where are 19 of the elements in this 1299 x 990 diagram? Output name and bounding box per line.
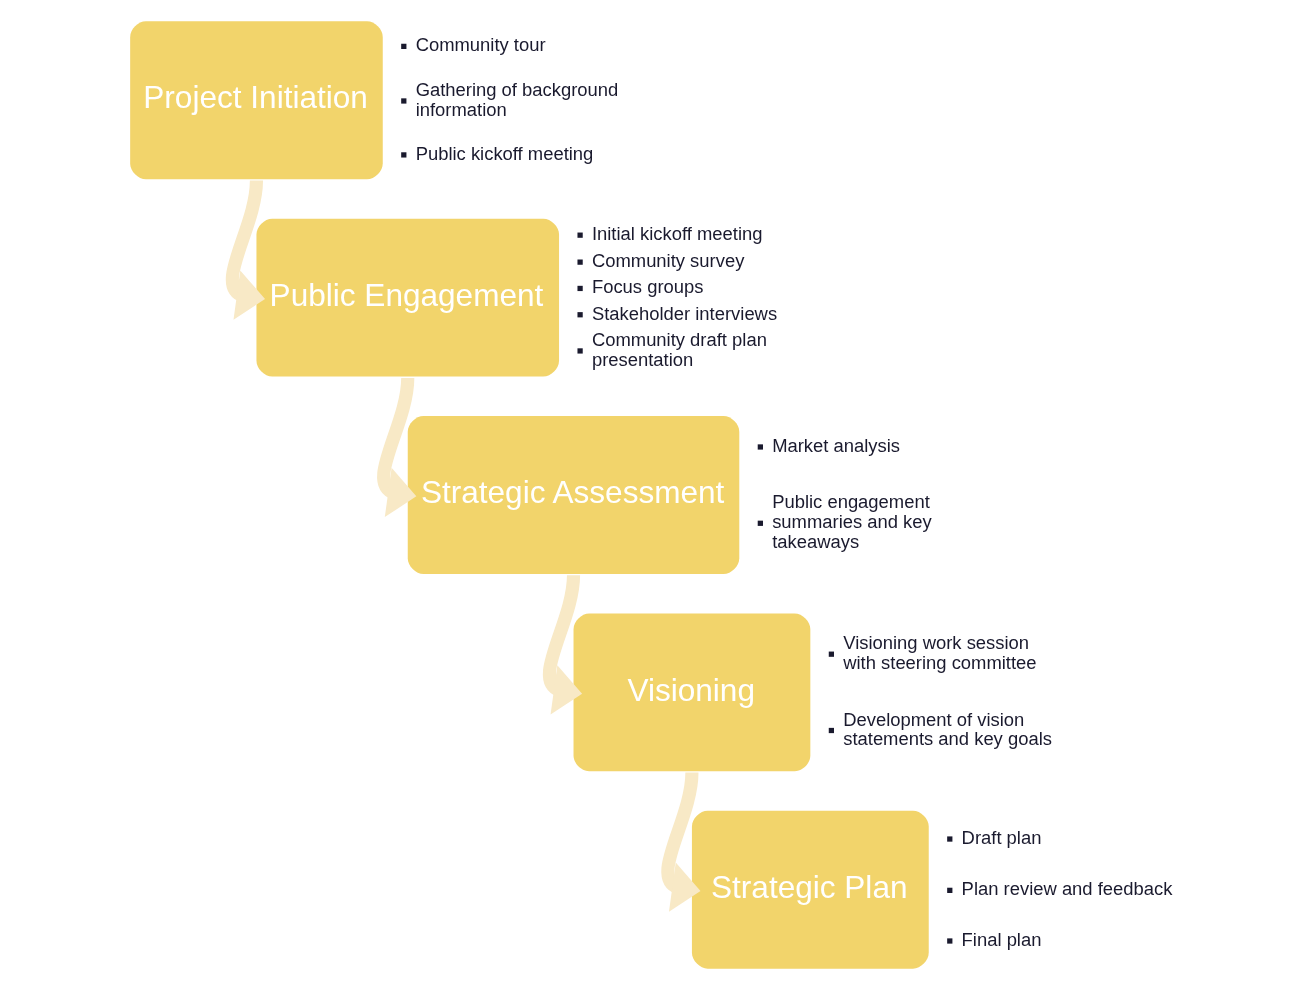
node-label: Public engagement summaries and key takeaways [772,491,932,552]
node-label: Public kickoff meeting [415,142,594,164]
node-label: Plan review and feedback [961,878,1173,900]
node-label: Visioning work session with steering committee [843,632,1037,673]
node-label: Community tour [415,34,546,56]
node-label: Community survey [591,250,745,271]
arrow [377,377,417,518]
node-label: Draft plan [961,826,1042,848]
node-label: Market analysis [772,434,901,456]
node-label: Focus groups [591,276,704,298]
node-label: Community draft plan presentation [591,328,767,370]
node-label: Initial kickoff meeting [591,223,763,245]
arrow [661,772,701,912]
node-label: Stakeholder interviews [591,302,778,324]
node-label: Final plan [961,928,1042,950]
node-label: Gathering of background information [415,78,619,120]
arrow [542,574,583,715]
node-label: Development of vision statements and key goals [843,708,1052,750]
arrow [225,180,266,320]
